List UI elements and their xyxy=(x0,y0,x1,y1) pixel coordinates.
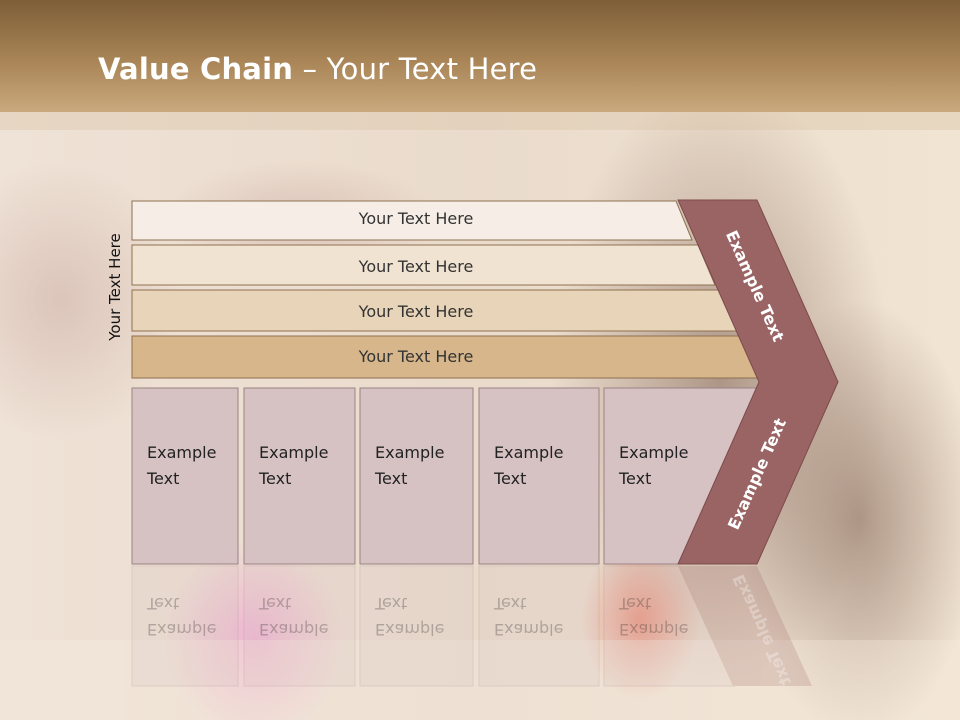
column-text-line2: Text xyxy=(375,469,408,488)
support-row-3-label: Your Text Here xyxy=(358,302,474,321)
column-text-line2: Text xyxy=(259,469,292,488)
column-text-line1: Example xyxy=(147,443,217,462)
title-bold: Value Chain xyxy=(98,52,294,86)
column-text-line2: Text xyxy=(147,469,180,488)
primary-column-3-text: Example Text xyxy=(360,388,473,564)
primary-column-4-text: Example Text xyxy=(479,388,599,564)
column-text-line2: Text xyxy=(494,469,527,488)
primary-column-3[interactable] xyxy=(359,387,474,565)
primary-column-1-text: Example Text xyxy=(132,388,238,564)
title-rest: – Your Text Here xyxy=(293,52,538,86)
slide-title: Value Chain – Your Text Here xyxy=(98,52,537,86)
column-text-line1: Example xyxy=(494,443,564,462)
margin-chevron[interactable] xyxy=(677,199,839,565)
diagram-reflection xyxy=(131,565,812,687)
column-text-line1: Example xyxy=(375,443,445,462)
support-row-1[interactable] xyxy=(131,200,693,241)
support-row-2-label: Your Text Here xyxy=(358,257,474,276)
primary-column-5-text: Example Text xyxy=(604,388,724,564)
primary-column-1[interactable] xyxy=(131,387,239,565)
primary-column-2[interactable] xyxy=(243,387,356,565)
primary-column-2-text: Example Text xyxy=(244,388,355,564)
support-row-1-label: Your Text Here xyxy=(358,209,474,228)
support-row-2[interactable] xyxy=(131,244,716,286)
support-row-4-label: Your Text Here xyxy=(358,347,474,366)
primary-column-4[interactable] xyxy=(478,387,600,565)
column-text-line1: Example xyxy=(619,443,689,462)
column-text-line2: Text xyxy=(619,469,652,488)
column-text-line1: Example xyxy=(259,443,329,462)
